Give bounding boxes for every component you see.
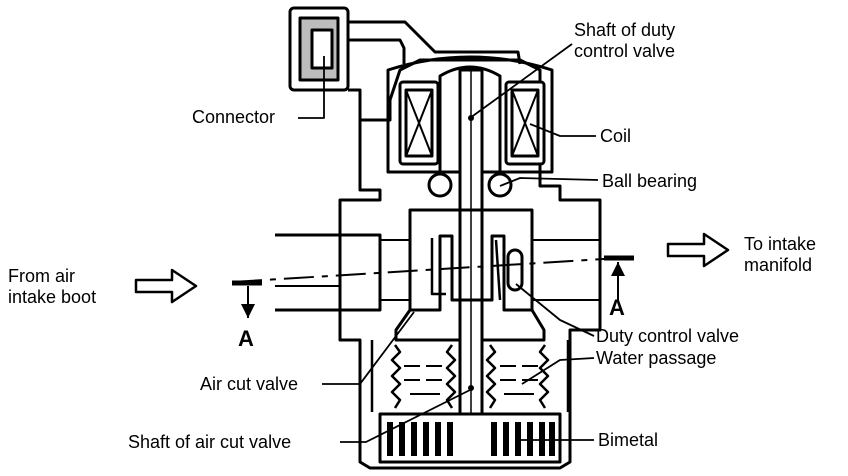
outlet-passage-right <box>532 239 600 301</box>
leader-ball-bearing <box>499 177 599 187</box>
label-duty-control-valve: Duty control valve <box>596 326 740 346</box>
ball-bearings <box>427 172 513 198</box>
leader-shaft-air-cut <box>340 389 471 443</box>
label-connector: Connector <box>192 107 276 127</box>
duty-valve-shaft <box>458 68 484 302</box>
leader-lines <box>298 43 599 443</box>
connector-housing <box>288 6 522 120</box>
label-ball-bearing: Ball bearing <box>602 171 698 191</box>
flow-arrows <box>134 232 730 304</box>
label-to-intake-line2: manifold <box>744 255 813 275</box>
leader-air-cut-valve <box>322 311 415 385</box>
label-from-air-line1: From air <box>8 266 75 286</box>
inflow-arrow <box>134 268 198 304</box>
leader-coil <box>529 123 596 137</box>
leader-duty-control-valve <box>515 283 595 337</box>
label-to-intake-manifold: To intake manifold <box>744 234 816 276</box>
label-water-passage: Water passage <box>596 348 717 368</box>
leader-water-passage <box>521 357 595 385</box>
bimetal <box>378 412 562 464</box>
label-shaft-duty-line1: Shaft of duty <box>574 20 676 40</box>
label-section-a-right: A <box>609 295 625 320</box>
leader-connector <box>298 56 325 119</box>
label-shaft-duty-control-valve: Shaft of duty control valve <box>574 20 675 62</box>
outflow-arrow <box>666 232 730 268</box>
label-from-air-intake-boot: From air intake boot <box>8 266 96 308</box>
intake-pipe-left <box>275 233 410 312</box>
coil-housing <box>386 55 554 174</box>
label-section-a-left: A <box>238 326 254 351</box>
label-bimetal: Bimetal <box>598 430 659 450</box>
section-line-aa <box>231 255 634 318</box>
label-coil: Coil <box>600 126 632 146</box>
label-shaft-of-air-cut-valve: Shaft of air cut valve <box>128 432 292 452</box>
label-air-cut-valve: Air cut valve <box>200 374 299 394</box>
water-passage <box>370 340 570 412</box>
leader-shaft-duty <box>469 43 573 119</box>
label-shaft-duty-line2: control valve <box>574 41 676 61</box>
label-to-intake-line1: To intake <box>744 234 817 254</box>
label-from-air-line2: intake boot <box>8 287 97 307</box>
